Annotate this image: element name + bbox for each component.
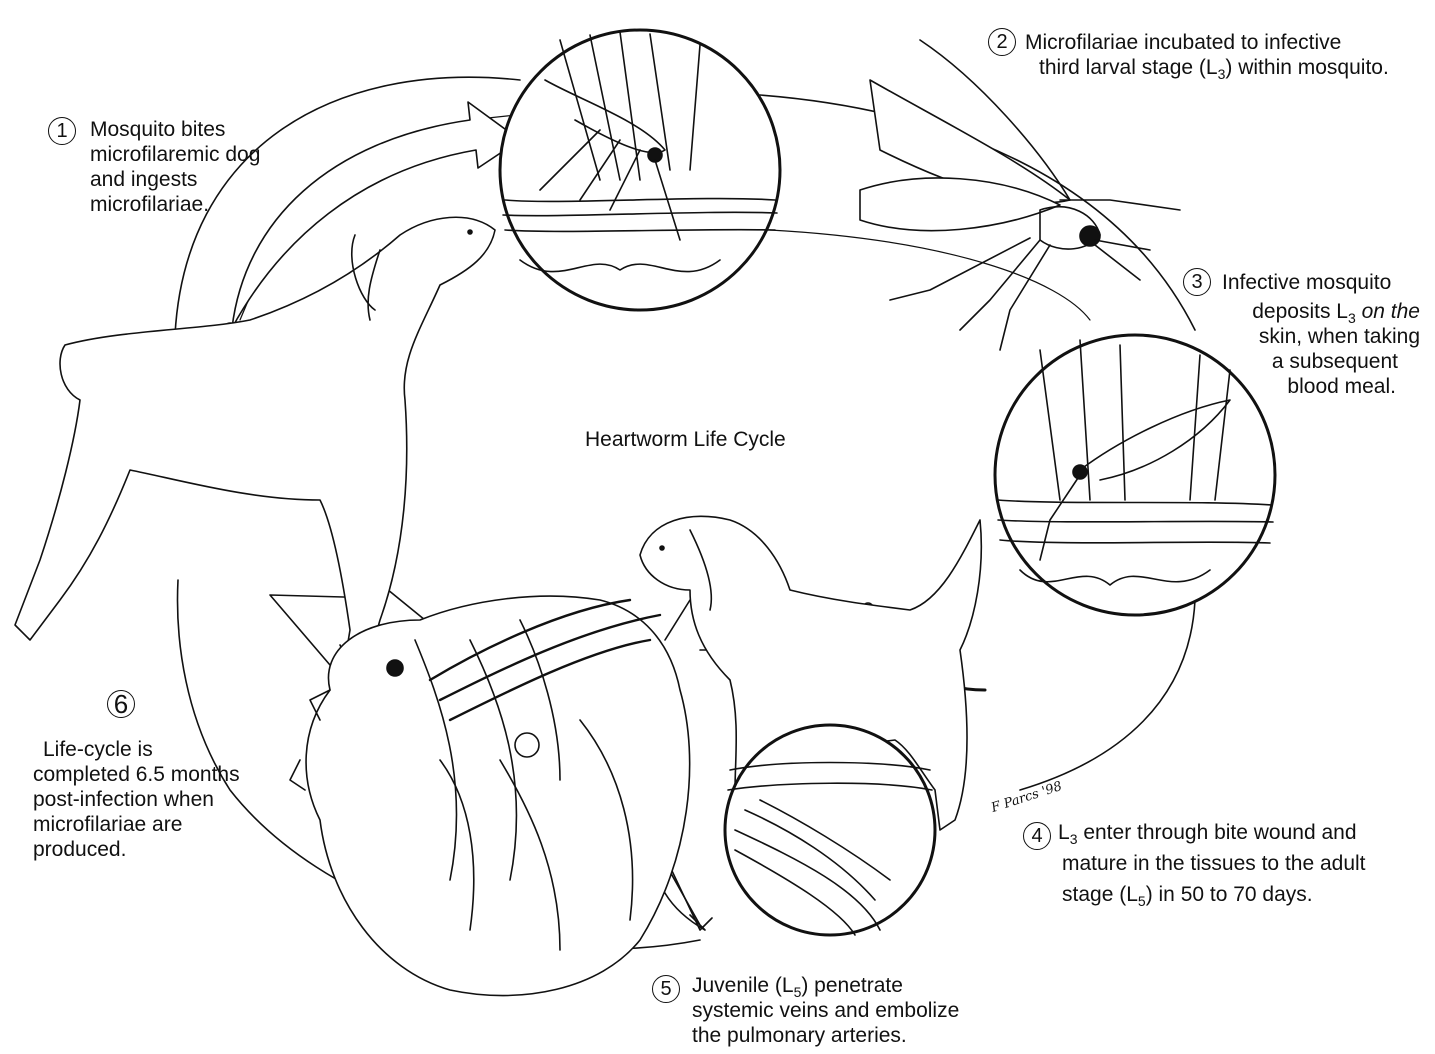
step-6-line: microfilariae are (33, 812, 293, 837)
step-2-line: Microfilariae incubated to infective (1025, 30, 1425, 55)
step-3-line: blood meal. (1190, 374, 1420, 399)
step-4-text: L (1058, 821, 1070, 844)
step-5-line: the pulmonary arteries. (692, 1023, 1012, 1048)
step-3-label: Infective mosquito deposits L3 on the sk… (1190, 270, 1420, 399)
step-5-text: Juvenile (L (692, 974, 794, 997)
step-1-number: 1 (48, 117, 76, 145)
step-6-line: produced. (33, 837, 293, 862)
step-2-label: Microfilariae incubated to infective thi… (1025, 30, 1425, 80)
step-5-line: systemic veins and embolize (692, 998, 1012, 1023)
step-4-subscript: 5 (1138, 893, 1146, 909)
step-4-text: stage (L (1062, 883, 1138, 906)
step-4-label: L3 enter through bite wound and mature i… (1058, 820, 1428, 907)
step-4-number: 4 (1023, 822, 1051, 850)
step-2-number: 2 (988, 28, 1016, 56)
step-1-line: microfilariae. (90, 192, 260, 217)
step-3-line: a subsequent (1190, 349, 1420, 374)
step-5-text: ) penetrate (801, 974, 903, 997)
step-4-text: ) in 50 to 70 days. (1146, 883, 1313, 906)
vessel-inset (725, 725, 935, 935)
infective-mosquito (860, 40, 1180, 350)
diagram-title: Heartworm Life Cycle (585, 428, 786, 452)
step-5-line: Juvenile (L5) penetrate (692, 973, 1012, 998)
step-1-line: and ingests (90, 167, 260, 192)
step-4-line: stage (L5) in 50 to 70 days. (1062, 882, 1428, 907)
step-6-line: completed 6.5 months (33, 762, 293, 787)
step-1-line: microfilaremic dog (90, 142, 260, 167)
step-2-line: third larval stage (L3) within mosquito. (1025, 55, 1425, 80)
step-6-line: Life-cycle is (33, 737, 293, 762)
step-3-text: deposits L (1252, 300, 1348, 323)
step-6-line: post-infection when (33, 787, 293, 812)
step-1-line: Mosquito bites (90, 117, 260, 142)
step-6-label: Life-cycle is completed 6.5 months post-… (33, 737, 293, 862)
infected-heart (290, 596, 690, 995)
step-3-line: skin, when taking (1190, 324, 1420, 349)
step-4-text: enter through bite wound and (1077, 821, 1356, 844)
step-5-label: Juvenile (L5) penetrate systemic veins a… (692, 973, 1012, 1048)
step-2-text: ) within mosquito. (1225, 56, 1388, 79)
step-4-line: L3 enter through bite wound and (1058, 820, 1428, 845)
step-4-line: mature in the tissues to the adult (1062, 851, 1428, 876)
step-3-line: deposits L3 on the (1190, 299, 1420, 324)
step-3-text: on the (1356, 300, 1420, 323)
step-6-number: 6 (107, 690, 135, 718)
bite-inset (500, 30, 780, 310)
step-5-number: 5 (652, 975, 680, 1003)
step-1-label: Mosquito bites microfilaremic dog and in… (90, 117, 260, 217)
step-2-text: third larval stage (L (1039, 56, 1218, 79)
step-3-line: Infective mosquito (1190, 270, 1420, 295)
